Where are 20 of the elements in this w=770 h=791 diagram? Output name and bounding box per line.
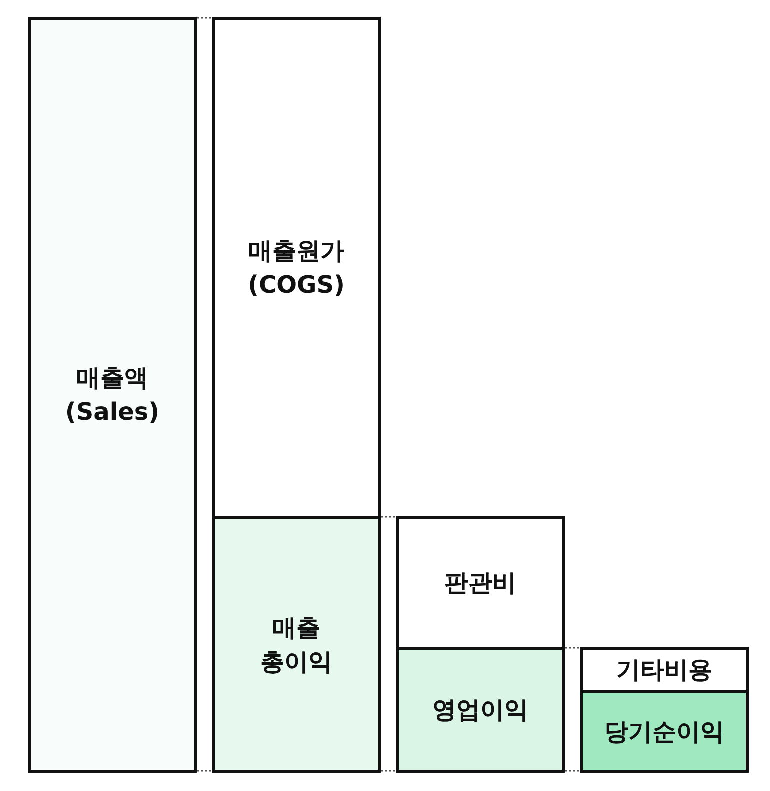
cost-block (212, 17, 381, 519)
dotted-connector (381, 770, 396, 772)
dotted-connector (565, 647, 580, 649)
block-label: 매출액 (Sales) (64, 363, 161, 428)
block-label: 당기순이익 (604, 716, 724, 748)
dotted-connector (565, 770, 580, 772)
profit-block (212, 516, 381, 773)
sales-block (28, 17, 197, 773)
block-label: 판관비 (444, 568, 516, 599)
cost-block (396, 516, 565, 650)
profit-block (580, 690, 749, 773)
profit-block (396, 647, 565, 773)
cost-block (580, 647, 749, 693)
block-label: 매출 총이익 (260, 612, 334, 678)
block-label: 기타비용 (616, 655, 712, 686)
block-label: 영업이익 (432, 695, 528, 726)
dotted-connector (197, 17, 212, 19)
dotted-connector (197, 770, 212, 772)
dotted-connector (381, 516, 396, 518)
block-label: 매출원가 (COGS) (247, 236, 346, 301)
